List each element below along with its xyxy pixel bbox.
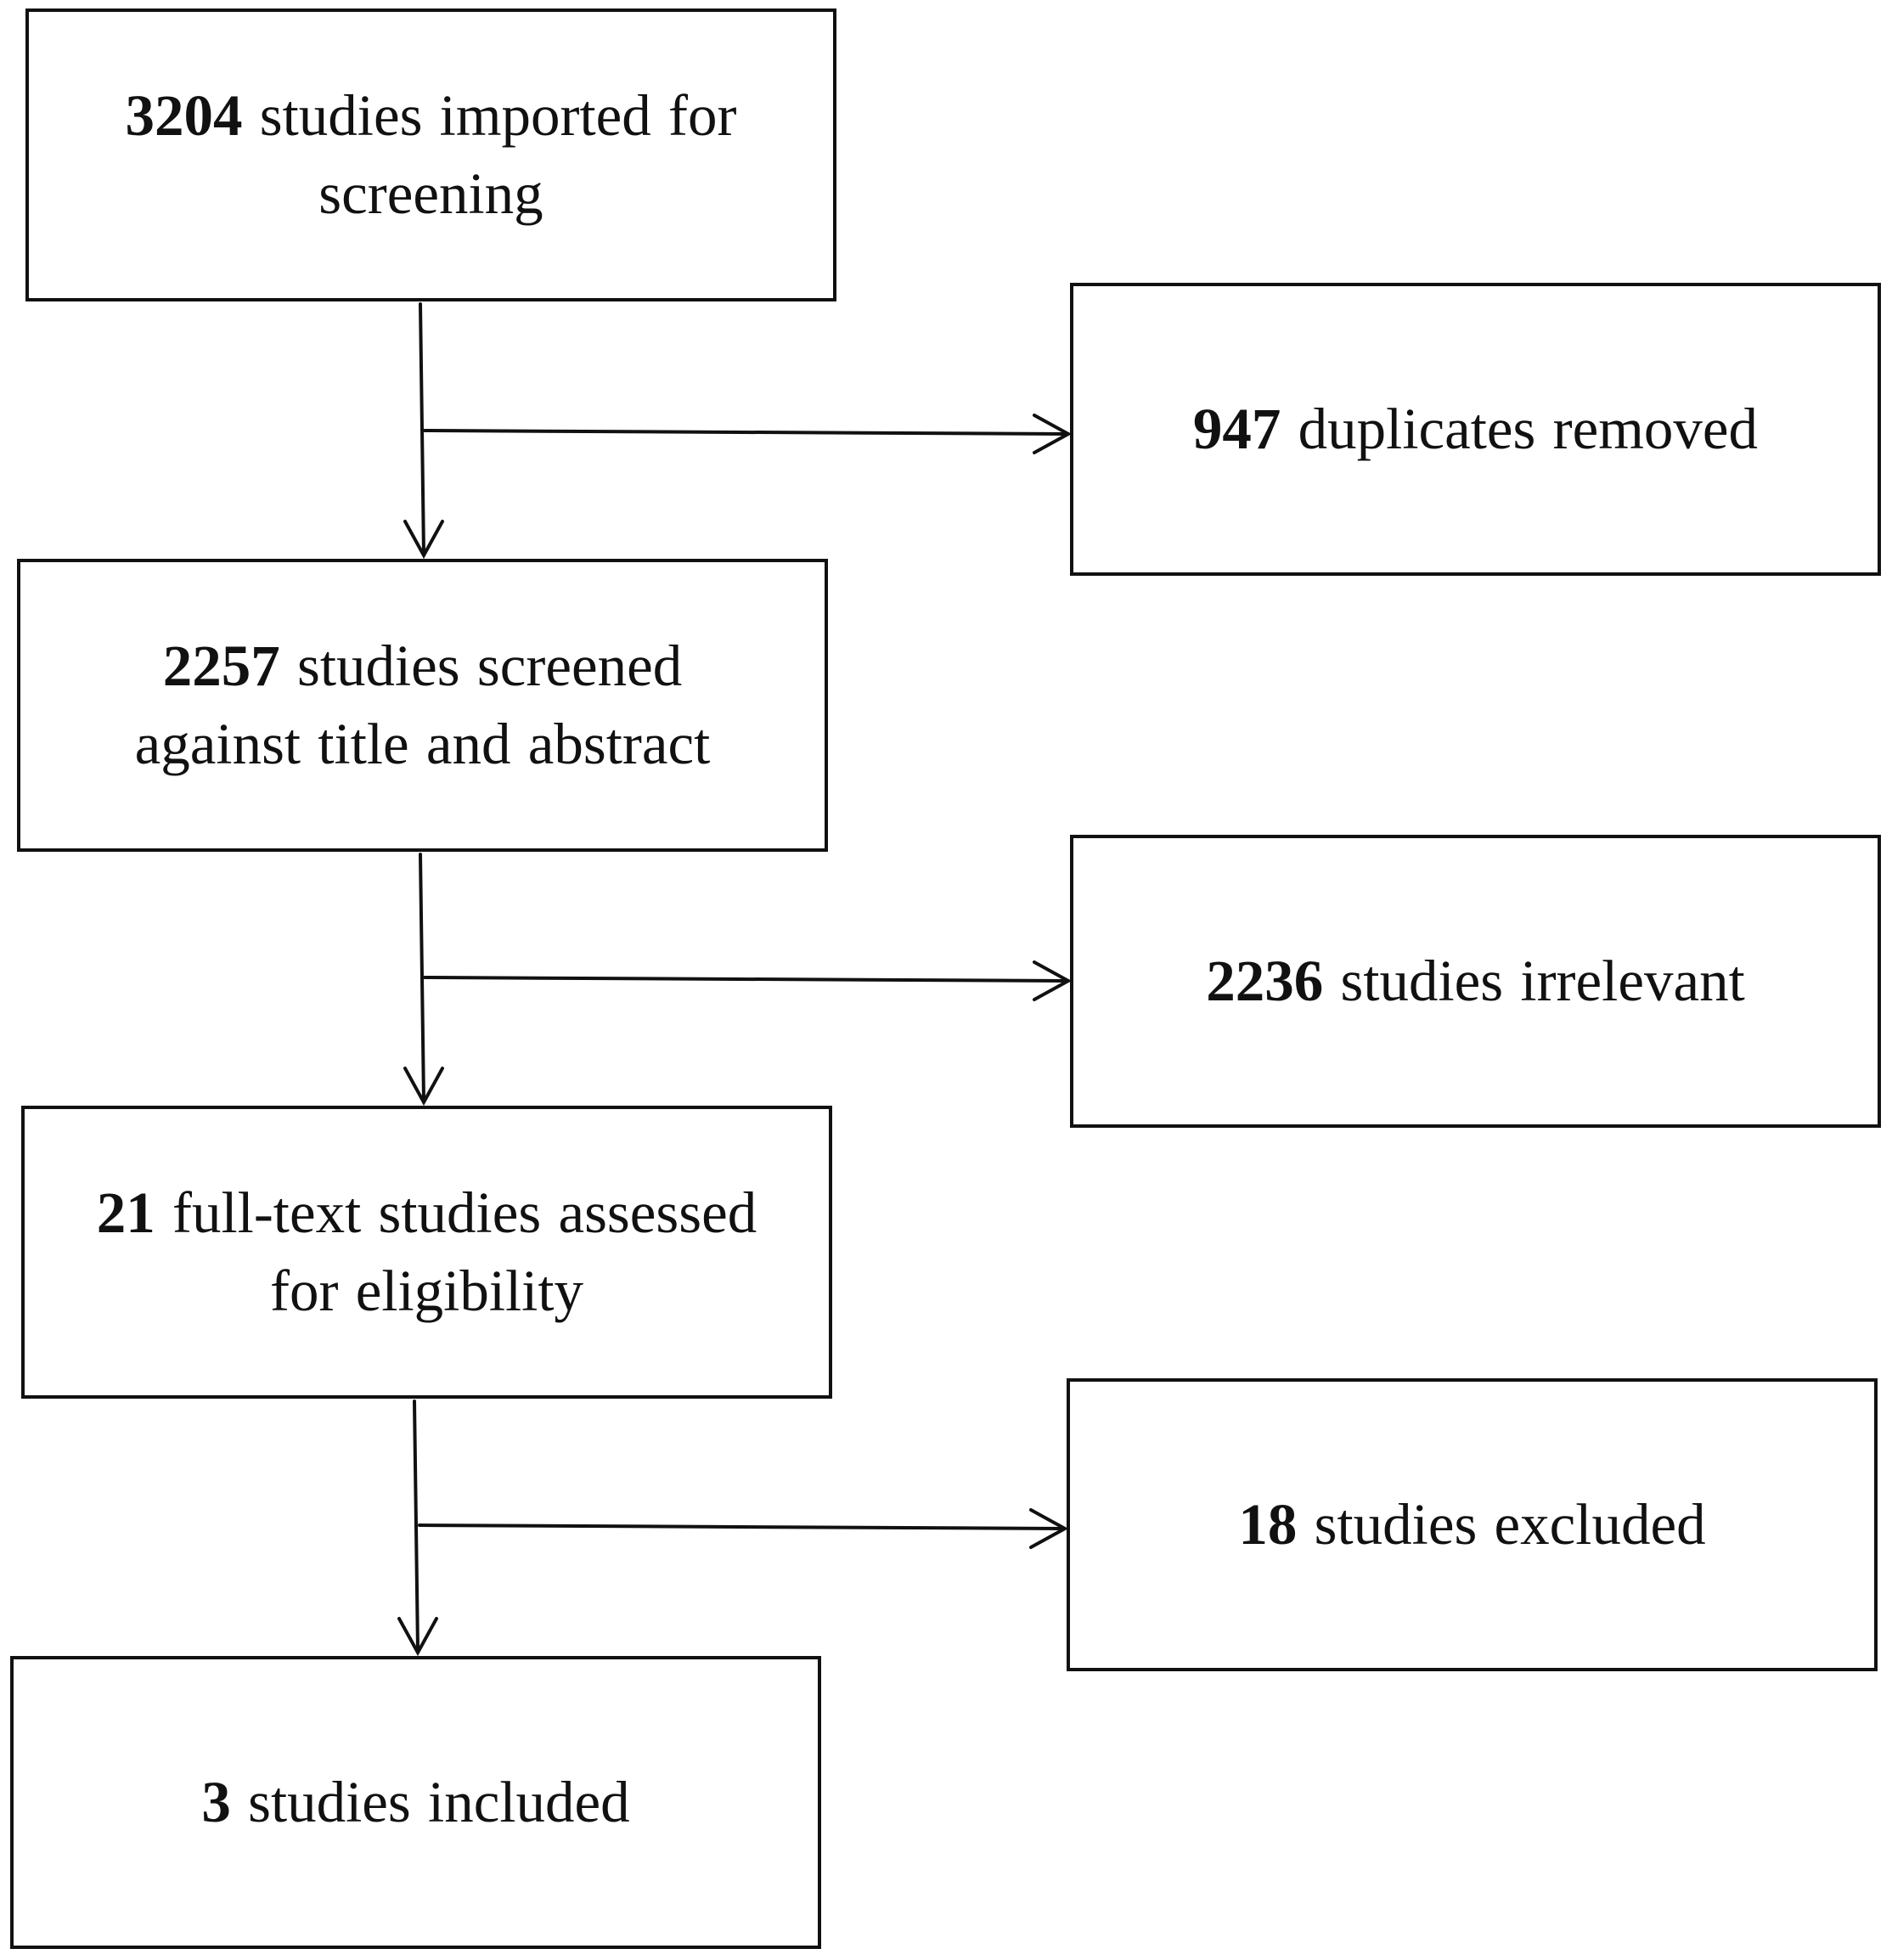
studies-irrelevant-text: 2236 studies irrelevant [1206,943,1745,1020]
branch-arrowhead-3 [1029,1508,1069,1549]
studies-imported-label-line2: screening [318,161,543,226]
studies-included-text: 3 studies included [201,1764,629,1841]
studies-imported-count: 3204 [125,83,243,149]
studies-excluded-label: studies excluded [1297,1491,1706,1557]
full-text-assessed-box: 21 full-text studies assessed for eligibi… [21,1106,832,1399]
down-arrowhead-3 [397,1617,438,1657]
down-connector-1 [419,302,425,555]
full-text-assessed-count: 21 [96,1180,155,1246]
studies-imported-box: 3204 studies imported for screening [25,8,836,301]
studies-excluded-box: 18 studies excluded [1067,1378,1878,1671]
full-text-assessed-text: 21 full-text studies assessed for eligibi… [97,1174,757,1329]
branch-connector-2 [423,976,1068,983]
down-connector-2 [419,853,425,1102]
duplicates-removed-text: 947 duplicates removed [1193,391,1758,468]
studies-imported-label-line1: studies imported for [242,83,737,149]
studies-imported-text: 3204 studies imported for screening [126,77,737,232]
down-arrowhead-2 [403,1067,444,1107]
duplicates-removed-count: 947 [1192,396,1281,461]
branch-connector-3 [418,1524,1065,1530]
full-text-assessed-label-line2: for eligibility [269,1258,584,1323]
duplicates-removed-box: 947 duplicates removed [1070,283,1881,576]
down-connector-3 [413,1400,420,1653]
studies-irrelevant-box: 2236 studies irrelevant [1070,835,1881,1128]
studies-screened-count: 2257 [162,634,280,699]
branch-arrowhead-1 [1033,414,1073,454]
studies-excluded-text: 18 studies excluded [1238,1486,1705,1563]
studies-screened-label-line1: studies screened [279,634,683,699]
studies-screened-box: 2257 studies screened against title and a… [17,559,828,852]
duplicates-removed-label: duplicates removed [1281,396,1759,461]
full-text-assessed-label-line1: full-text studies assessed [155,1180,757,1246]
studies-irrelevant-count: 2236 [1206,948,1324,1013]
branch-connector-1 [423,429,1068,436]
studies-included-box: 3 studies included [10,1656,821,1949]
studies-screened-text: 2257 studies screened against title and a… [135,628,711,782]
studies-included-label: studies included [230,1769,630,1834]
studies-excluded-count: 18 [1238,1491,1298,1557]
studies-included-count: 3 [201,1769,231,1834]
down-arrowhead-1 [403,520,444,560]
branch-arrowhead-2 [1033,960,1073,1001]
studies-irrelevant-label: studies irrelevant [1323,948,1745,1013]
studies-screened-label-line2: against title and abstract [134,711,711,776]
